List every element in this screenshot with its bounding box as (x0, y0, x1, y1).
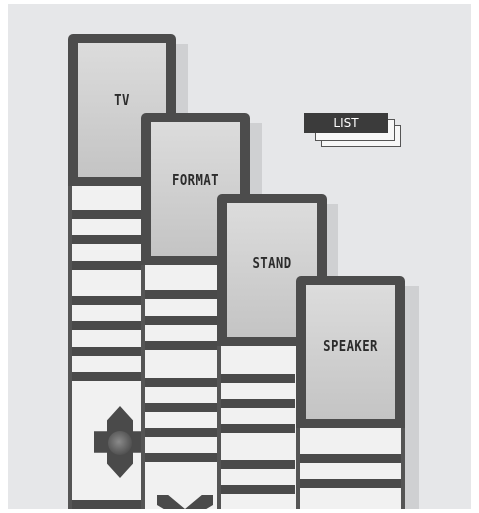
button-bar (72, 321, 144, 330)
button-bar (145, 428, 217, 437)
button-bar (145, 341, 217, 350)
button-bar (72, 500, 144, 509)
button-bar (72, 261, 144, 270)
button-bar (145, 378, 217, 387)
remote-label-stand: STAND (227, 254, 317, 272)
button-bar (221, 424, 295, 433)
button-bar (72, 210, 144, 219)
button-bar (72, 372, 144, 381)
button-bar (145, 403, 217, 412)
button-bar (145, 316, 217, 325)
button-bar (221, 399, 295, 408)
button-bar (221, 374, 295, 383)
center-button-icon[interactable] (108, 431, 132, 455)
remote-label-speaker: SPEAKER (306, 337, 395, 355)
list-button[interactable]: LIST (304, 113, 388, 133)
button-bar (221, 460, 295, 469)
remote-body-inner (300, 428, 401, 509)
button-bar (221, 485, 295, 494)
button-bar (72, 296, 144, 305)
button-bar (145, 453, 217, 462)
button-bar (300, 454, 401, 463)
button-bar (72, 235, 144, 244)
button-bar (72, 347, 144, 356)
button-bar (145, 290, 217, 299)
remote-label-tv: TV (86, 91, 158, 109)
remote-speaker[interactable]: SPEAKER (296, 276, 405, 509)
remote-label-format: FORMAT (151, 171, 240, 189)
button-bar (300, 479, 401, 488)
